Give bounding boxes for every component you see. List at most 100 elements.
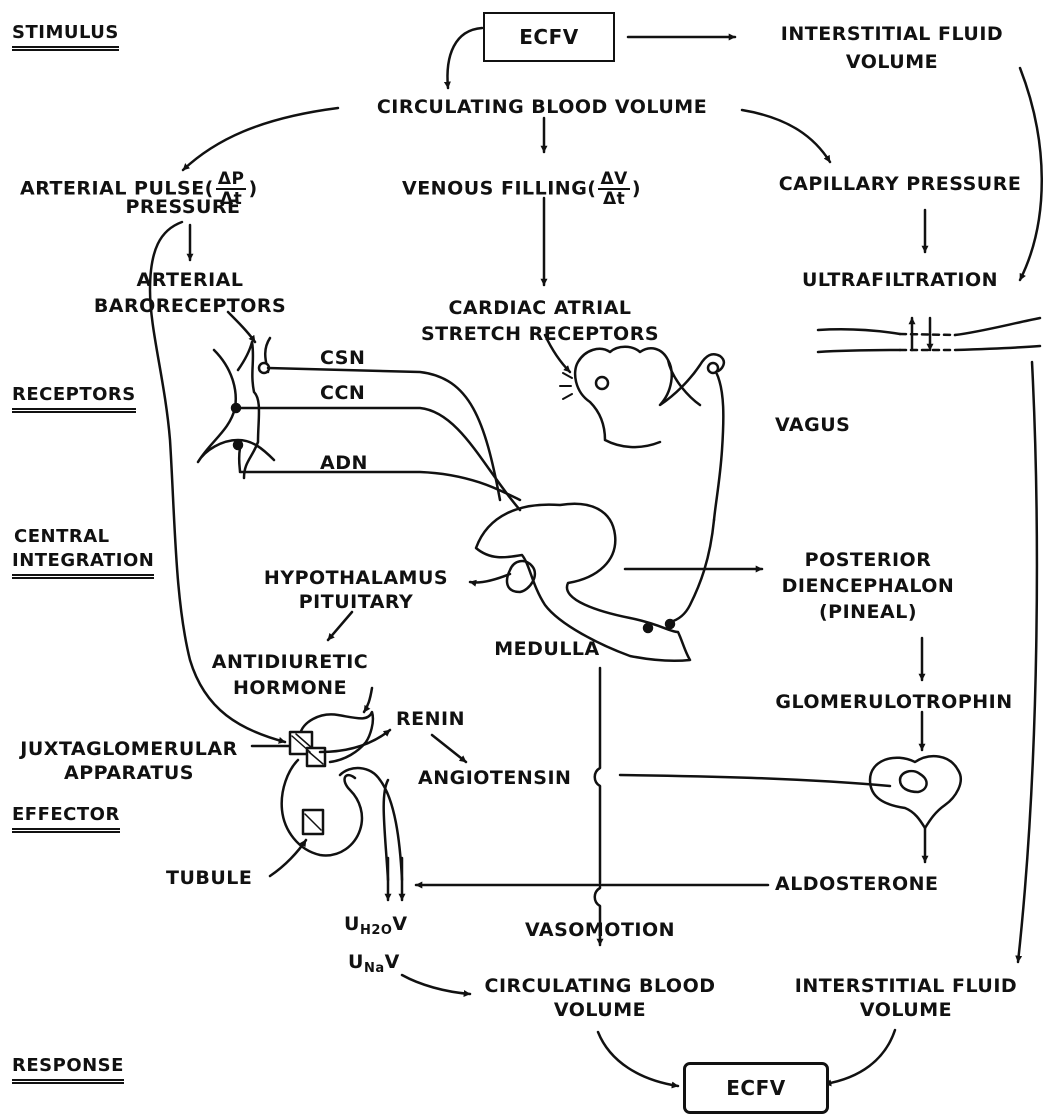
arrow-hypothalamus-to-adh xyxy=(326,610,354,642)
arrow-angiotensin-to-adrenal xyxy=(618,773,892,788)
posterior-2: DIENCEPHALON xyxy=(781,575,955,597)
interstitial-top-1: INTERSTITIAL FLUID xyxy=(780,23,1004,45)
arrow-interstitial-to-ultrafiltration xyxy=(1018,66,1043,282)
csn-label: CSN xyxy=(320,347,366,369)
unav-v: V xyxy=(384,951,400,973)
nephron xyxy=(280,710,404,882)
arrow-jg-to-renin xyxy=(318,728,392,754)
posterior-1: POSTERIOR xyxy=(804,549,932,571)
section-central-2: INTEGRATION xyxy=(12,550,155,579)
vasomotion-label: VASOMOTION xyxy=(524,919,676,941)
arrow-renin-to-angiotensin xyxy=(430,733,468,764)
juxtaglomerular-2: APPARATUS xyxy=(64,762,194,784)
circulating-bottom-2: VOLUME xyxy=(553,999,647,1021)
hypothalamus-2: PITUITARY xyxy=(298,591,414,613)
arrow-circulating-to-ecfv xyxy=(596,1030,680,1089)
ccn-label: CCN xyxy=(320,382,366,404)
venous-frac-num: ΔV xyxy=(598,169,630,190)
vasomotion-line xyxy=(593,666,604,947)
arrow-ultra-to-interstitial-bottom xyxy=(1015,360,1039,964)
arrow-circ-to-arterial xyxy=(181,106,340,172)
atrial-receptor-2 xyxy=(706,361,720,375)
interstitial-bottom-1: INTERSTITIAL FLUID xyxy=(794,975,1018,997)
interstitial-top-2: VOLUME xyxy=(845,51,939,73)
tubule-label: TUBULE xyxy=(166,867,253,889)
arterial-baro-1: ARTERIAL xyxy=(136,269,244,291)
antidiuretic-2: HORMONE xyxy=(232,677,348,699)
antidiuretic-1: ANTIDIURETIC xyxy=(211,651,369,673)
unav-sub: Na xyxy=(363,961,385,976)
arrow-cardiac-to-heart xyxy=(543,333,572,374)
arterial-pulse-text: ARTERIAL PULSE xyxy=(20,177,205,200)
arrow-ecfv-to-circulating xyxy=(443,26,484,90)
capillary-wall-lower xyxy=(816,344,1042,354)
nerve-vagus xyxy=(668,518,716,624)
venous-filling-text: VENOUS FILLING xyxy=(402,177,588,200)
glomerulotrophin-label: GLOMERULOTROPHIN xyxy=(775,691,1013,713)
arrow-baro-to-carotid xyxy=(226,310,257,344)
angiotensin-label: ANGIOTENSIN xyxy=(418,767,572,789)
medulla-nucleus-1 xyxy=(664,618,676,630)
medulla-label: MEDULLA xyxy=(494,638,600,660)
cardiac-atrial-2: STRETCH RECEPTORS xyxy=(420,323,660,345)
pituitary xyxy=(505,559,537,594)
circulating-bottom-1: CIRCULATING BLOOD xyxy=(484,975,716,997)
section-receptors: RECEPTORS xyxy=(12,384,136,413)
arterial-baro-2: BARORECEPTORS xyxy=(93,295,287,317)
uh2ov-sub: H2O xyxy=(359,923,393,938)
interstitial-bottom-2: VOLUME xyxy=(859,999,953,1021)
posterior-3: (PINEAL) xyxy=(818,601,918,623)
ecfv-bottom-box: ECFV xyxy=(683,1062,829,1114)
juxtaglomerular-1: JUXTAGLOMERULAR xyxy=(20,738,238,760)
urine-sodium-label: UNaV xyxy=(348,950,400,981)
unav-u: U xyxy=(348,951,364,973)
atrial-receptor-1 xyxy=(594,375,610,391)
renin-label: RENIN xyxy=(396,708,465,730)
jg-hatch xyxy=(291,733,324,831)
nerve-ccn xyxy=(238,406,522,512)
capillary-wall-upper xyxy=(816,316,1042,337)
uh2ov-u: U xyxy=(344,913,360,935)
circulating-top: CIRCULATING BLOOD VOLUME xyxy=(376,96,708,118)
aldosterone-label: ALDOSTERONE xyxy=(775,873,939,895)
arrow-circ-to-capillary xyxy=(740,108,832,164)
line-pressure-to-jg xyxy=(148,220,287,744)
hypothalamus-1: HYPOTHALAMUS xyxy=(263,567,449,589)
ecfv-top-box: ECFV xyxy=(483,12,615,62)
medulla-nucleus-2 xyxy=(642,622,654,634)
ultrafiltration: ULTRAFILTRATION xyxy=(801,269,999,291)
arterial-frac-num: ΔP xyxy=(215,169,247,190)
brainstem-outline xyxy=(474,502,692,663)
arrow-interstitial-to-ecfv xyxy=(823,1028,897,1087)
nerve-csn xyxy=(266,366,502,502)
arrow-adh-to-kidney xyxy=(362,686,374,714)
stretch-marks xyxy=(559,372,573,400)
capillary-wall-dash xyxy=(898,332,957,352)
heart-outline xyxy=(573,345,726,522)
pointer-tubule xyxy=(268,838,308,878)
uh2ov-v: V xyxy=(392,913,408,935)
capillary-pressure: CAPILLARY PRESSURE xyxy=(778,173,1022,195)
section-stimulus: STIMULUS xyxy=(12,22,119,51)
nerve-adn xyxy=(237,446,522,502)
arterial-frac-den: Δt xyxy=(220,189,243,209)
adrenal-inner xyxy=(898,769,928,794)
arrow-brain-to-hypothalamus xyxy=(468,572,512,587)
arterial-pressure: PRESSURE xyxy=(125,196,241,218)
cardiac-atrial-1: CARDIAC ATRIAL xyxy=(448,297,632,319)
section-central-1: CENTRAL xyxy=(14,526,110,547)
section-response: RESPONSE xyxy=(12,1055,124,1084)
arrow-una-to-circulating xyxy=(400,973,472,997)
adrenal-gland xyxy=(868,754,962,830)
vagus-label: VAGUS xyxy=(775,414,851,436)
adn-label: ADN xyxy=(320,452,368,474)
urine-water-label: UH2OV xyxy=(344,912,408,943)
section-effector: EFFECTOR xyxy=(12,804,120,833)
venous-frac-den: Δt xyxy=(603,189,626,209)
